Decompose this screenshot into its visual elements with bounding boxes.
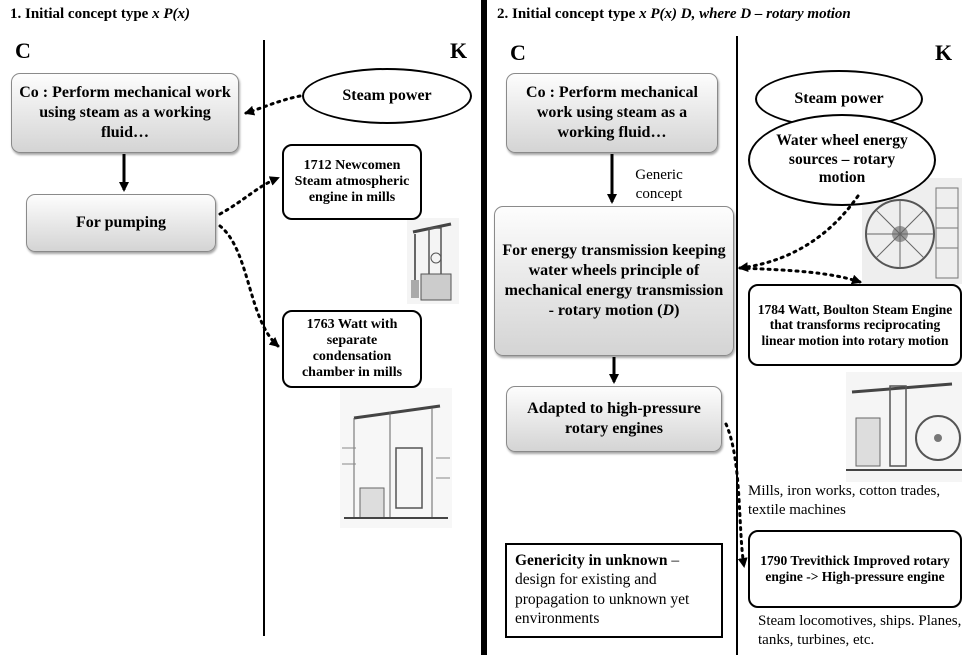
- right-k-header: K: [935, 40, 953, 65]
- right-panel-title: 2. Initial concept type x P(x) D, where …: [497, 6, 851, 22]
- applications-mills: Mills, iron works, cotton trades, textil…: [748, 483, 941, 518]
- left-concept-pumping: For pumping: [26, 194, 216, 252]
- left-c-header: C: [15, 38, 31, 63]
- watt-engine-engraving: [340, 388, 452, 528]
- water-wheel-ellipse: Water wheel energy sources – rotary moti…: [748, 114, 936, 206]
- dotted-pumping-to-newcomen: [218, 176, 280, 216]
- left-knowledge-watt: 1763 Watt with separate condensation cha…: [282, 310, 422, 388]
- left-k-header: K: [450, 38, 468, 63]
- applications-locomotives: Steam locomotives, ships. Planes, tanks,…: [758, 613, 962, 648]
- right-ck-divider: [736, 36, 738, 655]
- knowledge-watt-boulton: 1784 Watt, Boulton Steam Engine that tra…: [748, 284, 962, 366]
- right-concept-transmission: For energy transmission keeping water wh…: [494, 206, 734, 356]
- right-concept-adapted: Adapted to high-pressure rotary engines: [506, 386, 722, 452]
- dotted-steam-to-co-left: [244, 94, 302, 116]
- left-concept-co: Co : Perform mechanical work using steam…: [11, 73, 239, 153]
- dotted-waterwheel-to-transmission: [738, 194, 860, 273]
- panel-divider: [481, 0, 487, 655]
- left-knowledge-newcomen: 1712 Newcomen Steam atmospheric engine i…: [282, 144, 422, 220]
- left-steam-power-ellipse: Steam power: [302, 68, 472, 124]
- dotted-transmission-to-watt-boulton: [738, 266, 862, 285]
- right-steam-power-ellipse: Steam power: [755, 70, 923, 128]
- beam-engine-engraving: [846, 372, 962, 482]
- dotted-adapted-to-trevithick: [724, 422, 748, 568]
- right-concept-co: Co : Perform mechanical work using steam…: [506, 73, 718, 153]
- right-c-header: C: [510, 40, 526, 65]
- knowledge-trevithick: 1790 Trevithick Improved rotary engine -…: [748, 530, 962, 608]
- newcomen-engine-engraving: [407, 218, 459, 304]
- left-ck-divider: [263, 40, 265, 636]
- dotted-pumping-to-watt: [218, 224, 280, 348]
- generic-concept-label: Generic concept: [635, 167, 683, 202]
- left-panel-title: 1. Initial concept type x P(x): [10, 6, 190, 22]
- genericity-box: Genericity in unknown – design for exist…: [505, 543, 723, 638]
